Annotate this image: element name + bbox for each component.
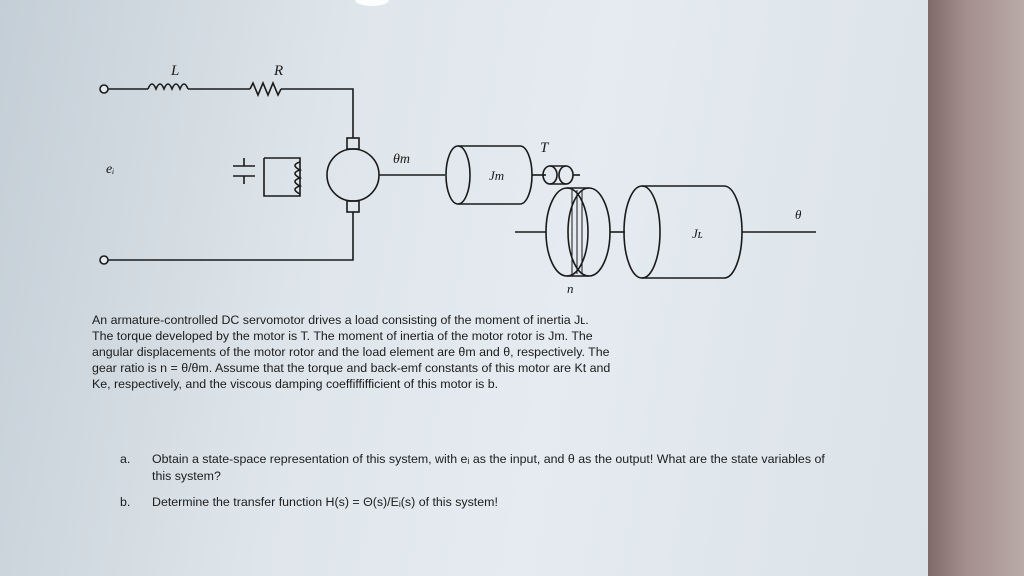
field-capacitor-symbol — [233, 158, 255, 184]
field-frame — [263, 157, 301, 197]
part-b-text: Determine the transfer function H(s) = Θ… — [152, 495, 498, 509]
problem-parts: a. Obtain a state-space representation o… — [120, 451, 840, 520]
motor-brush-top — [346, 137, 360, 150]
servomotor-diagram: L R eᵢ θm Jm T n Jʟ θ — [99, 63, 816, 296]
resistor-symbol — [249, 80, 282, 98]
motor-brush-bottom — [346, 200, 360, 213]
input-terminal-bottom — [99, 255, 109, 265]
motor-armature — [326, 148, 380, 202]
part-b-label: b. — [120, 495, 131, 509]
label-gear-ratio: n — [567, 281, 574, 296]
label-resistor: R — [273, 63, 283, 79]
problem-statement-text: An armature-controlled DC servomotor dri… — [92, 313, 611, 392]
part-a: a. Obtain a state-space representation o… — [120, 451, 840, 485]
label-torque: T — [540, 140, 550, 156]
inductor-symbol — [147, 83, 189, 92]
screen-edge — [928, 0, 1024, 576]
input-terminal-top — [99, 84, 109, 94]
problem-statement: An armature-controlled DC servomotor dri… — [92, 312, 612, 392]
label-output-angle: θ — [795, 207, 802, 222]
load-inertia-face — [623, 185, 661, 279]
part-a-label: a. — [120, 452, 131, 466]
field-winding-symbol — [294, 161, 303, 195]
label-inductor: L — [170, 63, 179, 79]
part-a-text: Obtain a state-space representation of t… — [152, 452, 825, 483]
motor-inertia-face — [445, 145, 471, 205]
label-motor-inertia: Jm — [489, 168, 504, 183]
label-motor-angle: θm — [393, 152, 410, 167]
motor-inertia-cylinder — [458, 145, 533, 205]
light-glare — [355, 0, 389, 6]
part-b: b. Determine the transfer function H(s) … — [120, 494, 840, 511]
document-page — [0, 0, 928, 576]
label-input-voltage: eᵢ — [106, 162, 114, 177]
large-gear-back — [567, 187, 611, 277]
label-load-inertia: Jʟ — [692, 226, 703, 241]
pinion-gear-back — [558, 165, 574, 185]
